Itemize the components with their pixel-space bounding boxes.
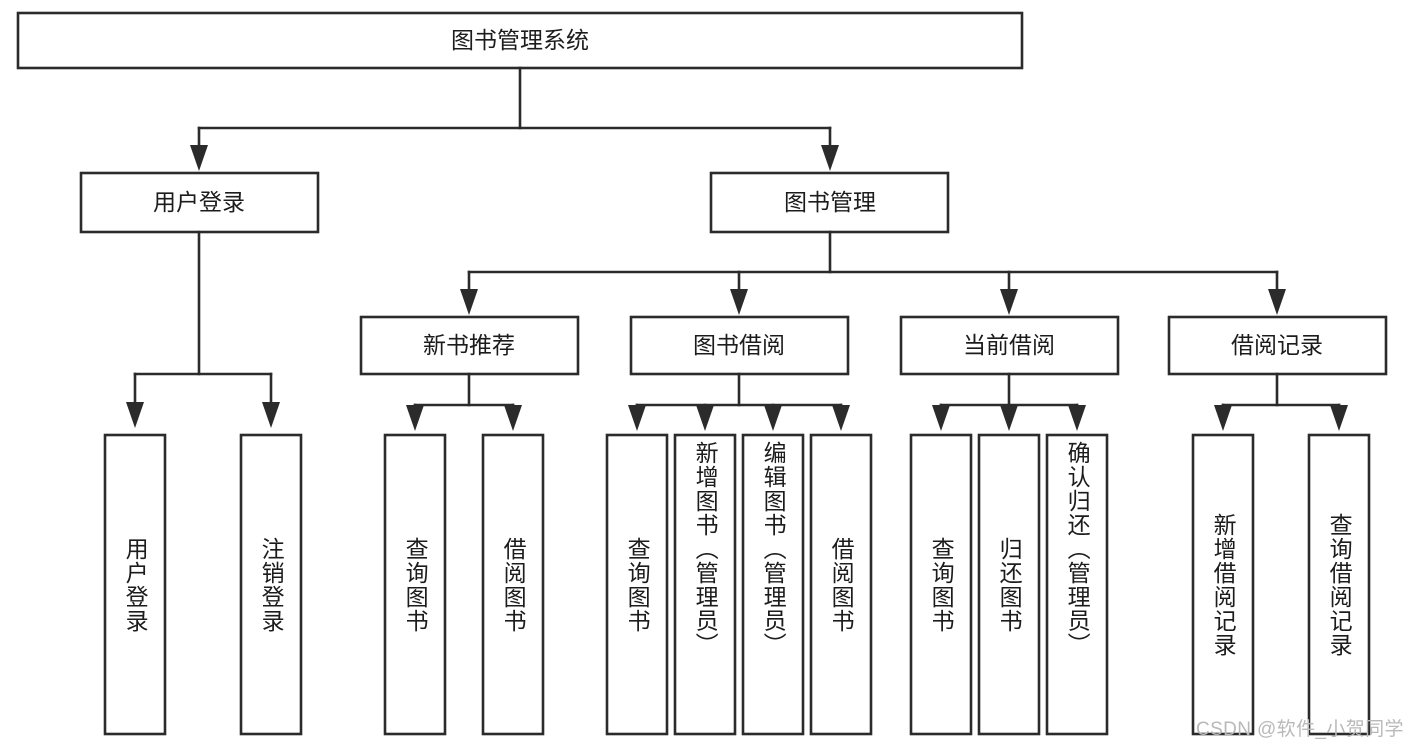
node-current-borrow[interactable]: 当前借阅	[899, 315, 1120, 376]
arrow-current-borrow	[1000, 289, 1018, 315]
arrow-leaf-add-record	[1214, 405, 1232, 431]
leaf-logout-login-box[interactable]	[239, 433, 303, 736]
leaf-edit-book-box[interactable]	[741, 433, 805, 736]
node-borrow-record-label: 借阅记录	[1231, 332, 1323, 358]
leaf-borrow-book-2-box[interactable]	[809, 433, 873, 736]
arrow-book-management	[821, 145, 839, 171]
arrow-leaf-borrow-book-1	[504, 405, 522, 431]
arrow-leaf-logout-login	[262, 402, 280, 428]
leaf-query-book-1-box[interactable]	[383, 433, 447, 736]
leaf-borrow-book-1-box[interactable]	[481, 433, 545, 736]
arrow-leaf-borrow-book-2	[832, 405, 850, 431]
arrow-borrow-record	[1268, 289, 1286, 315]
node-user-login-label: 用户登录	[153, 189, 245, 215]
node-new-book-recommend[interactable]: 新书推荐	[359, 315, 580, 376]
leaf-add-record-box[interactable]	[1191, 433, 1255, 736]
node-user-login[interactable]: 用户登录	[79, 171, 320, 234]
node-book-management[interactable]: 图书管理	[709, 171, 950, 234]
node-current-borrow-label: 当前借阅	[963, 332, 1055, 358]
node-root-label: 图书管理系统	[451, 27, 589, 53]
arrow-leaf-confirm-return	[1068, 405, 1086, 431]
node-new-book-recommend-label: 新书推荐	[423, 332, 515, 358]
arrow-leaf-query-record	[1330, 405, 1348, 431]
leaf-query-book-2-box[interactable]	[605, 433, 669, 736]
node-book-borrow[interactable]: 图书借阅	[629, 315, 850, 376]
node-book-borrow-box[interactable]	[629, 315, 850, 376]
arrow-leaf-add-book	[696, 405, 714, 431]
node-new-book-recommend-box[interactable]	[359, 315, 580, 376]
leaf-add-book-box[interactable]	[673, 433, 737, 736]
arrow-user-login	[190, 145, 208, 171]
leaf-query-record-box[interactable]	[1307, 433, 1371, 736]
arrow-new-book-recommend	[460, 289, 478, 315]
node-borrow-record-box[interactable]	[1167, 315, 1388, 376]
arrow-leaf-query-book-3	[932, 405, 950, 431]
arrow-leaf-query-book-1	[406, 405, 424, 431]
leaf-query-book-3-box[interactable]	[909, 433, 973, 736]
node-current-borrow-box[interactable]	[899, 315, 1120, 376]
arrow-leaf-return-book	[1000, 405, 1018, 431]
arrow-leaf-edit-book	[764, 405, 782, 431]
node-book-management-label: 图书管理	[784, 189, 876, 215]
node-book-management-box[interactable]	[709, 171, 950, 234]
node-root-box[interactable]	[16, 11, 1024, 70]
node-borrow-record[interactable]: 借阅记录	[1167, 315, 1388, 376]
arrow-book-borrow	[730, 289, 748, 315]
leaf-user-login-box[interactable]	[103, 433, 167, 736]
node-root[interactable]: 图书管理系统	[16, 11, 1024, 70]
csdn-watermark: CSDN @软件_小贺同学	[1196, 719, 1404, 740]
arrow-leaf-user-login	[126, 402, 144, 428]
arrow-leaf-query-book-2	[628, 405, 646, 431]
leaf-return-book-box[interactable]	[977, 433, 1041, 736]
leaf-confirm-return-box[interactable]	[1045, 433, 1109, 736]
node-book-borrow-label: 图书借阅	[693, 332, 785, 358]
